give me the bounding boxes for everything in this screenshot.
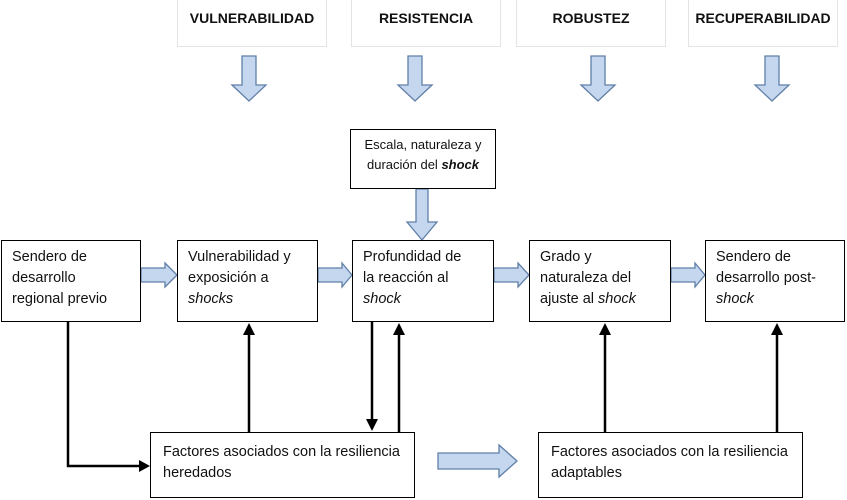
prior-line3: regional previo — [12, 291, 108, 307]
prior-to-inherited-connector — [66, 322, 150, 472]
header-recuperabilidad: RECUPERABILIDAD — [688, 0, 838, 47]
header-resistencia: RESISTENCIA — [351, 0, 501, 47]
adjustment-line1: Grado y — [540, 249, 592, 265]
post-line1: Sendero de — [716, 249, 791, 265]
inherited-line2: heredados — [163, 465, 232, 481]
shock-box-line1: Escala, naturaleza y — [364, 137, 482, 152]
inherited-to-depth-arrow — [393, 323, 405, 432]
adjustment-line3-emphasis: shock — [598, 291, 636, 307]
header-vulnerabilidad: VULNERABILIDAD — [177, 0, 327, 47]
adjustment-line3-text: ajuste al — [540, 291, 599, 307]
post-line3: shock — [716, 291, 754, 307]
stage-right-arrow — [317, 261, 353, 289]
inherited-to-vulnerability-arrow — [243, 323, 255, 432]
adaptable-factors-box: Factores asociados con la resiliencia ad… — [538, 432, 803, 498]
depth-line1: Profundidad de — [363, 249, 462, 265]
reaction-depth-box: Profundidad de la reacción al shock — [352, 240, 494, 322]
vulnerability-line1: Vulnerabilidad y — [188, 249, 291, 265]
shock-box-line2-text: duración del — [366, 157, 442, 172]
factors-right-arrow — [437, 443, 518, 479]
vulnerability-exposure-box: Vulnerabilidad y exposición a shocks — [177, 240, 318, 322]
depth-line2: la reacción al — [363, 270, 449, 286]
adaptable-to-adjustment-arrow — [599, 323, 611, 432]
adaptable-to-post-arrow — [771, 323, 783, 432]
adaptable-line2: adaptables — [551, 465, 622, 481]
header-down-arrow — [753, 55, 791, 102]
header-robustez: ROBUSTEZ — [516, 0, 666, 47]
shock-down-arrow — [405, 188, 439, 242]
adaptable-line1: Factores asociados con la resiliencia — [551, 444, 788, 460]
stage-right-arrow — [670, 261, 706, 289]
adjustment-degree-box: Grado y naturaleza del ajuste al shock — [529, 240, 671, 322]
vulnerability-line3: shocks — [188, 291, 234, 307]
stage-right-arrow — [140, 261, 178, 289]
stage-right-arrow — [493, 261, 530, 289]
shock-scale-box: Escala, naturaleza y duración del shock — [350, 129, 496, 189]
vulnerability-line2: exposición a — [188, 270, 269, 286]
header-down-arrow — [396, 55, 434, 102]
depth-line3: shock — [363, 291, 401, 307]
post-development-box: Sendero de desarrollo post- shock — [705, 240, 845, 322]
shock-box-line2-emphasis: shock — [441, 157, 480, 172]
post-line2: desarrollo post- — [716, 270, 816, 286]
prior-line1: Sendero de — [12, 249, 87, 265]
adjustment-line2: naturaleza del — [540, 270, 632, 286]
shock-box-line2: duración del shock — [359, 155, 487, 175]
prior-line2: desarrollo — [12, 270, 76, 286]
prior-development-box: Sendero de desarrollo regional previo — [1, 240, 141, 322]
adjustment-line3: ajuste al shock — [540, 289, 660, 310]
header-down-arrow — [579, 55, 617, 102]
header-down-arrow — [230, 55, 268, 102]
inherited-line1: Factores asociados con la resiliencia — [163, 444, 400, 460]
depth-to-inherited-arrow — [366, 322, 378, 431]
inherited-factors-box: Factores asociados con la resiliencia he… — [150, 432, 415, 498]
